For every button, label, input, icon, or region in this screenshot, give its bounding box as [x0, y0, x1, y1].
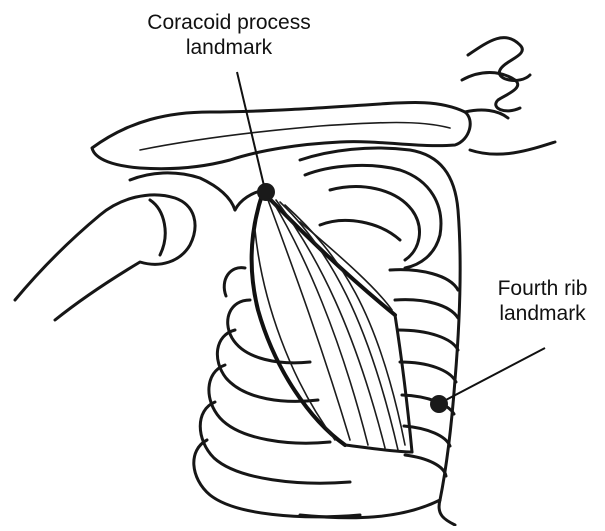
coracoid-leader-line [237, 72, 265, 190]
fourth-rib-marker-dot [430, 395, 448, 413]
coracoid-label-line2: landmark [118, 35, 340, 60]
humerus [15, 195, 195, 320]
fourth-rib-label: Fourth rib landmark [480, 276, 605, 326]
scapula [130, 173, 265, 210]
fourth-rib-label-line1: Fourth rib [480, 276, 605, 301]
coracoid-label-line1: Coracoid process [118, 10, 340, 35]
coracoid-marker-dot [257, 183, 275, 201]
neck-outline [462, 38, 555, 155]
clavicle [92, 102, 470, 168]
fourth-rib-label-line2: landmark [480, 301, 605, 326]
coracoid-process-label: Coracoid process landmark [118, 10, 340, 60]
